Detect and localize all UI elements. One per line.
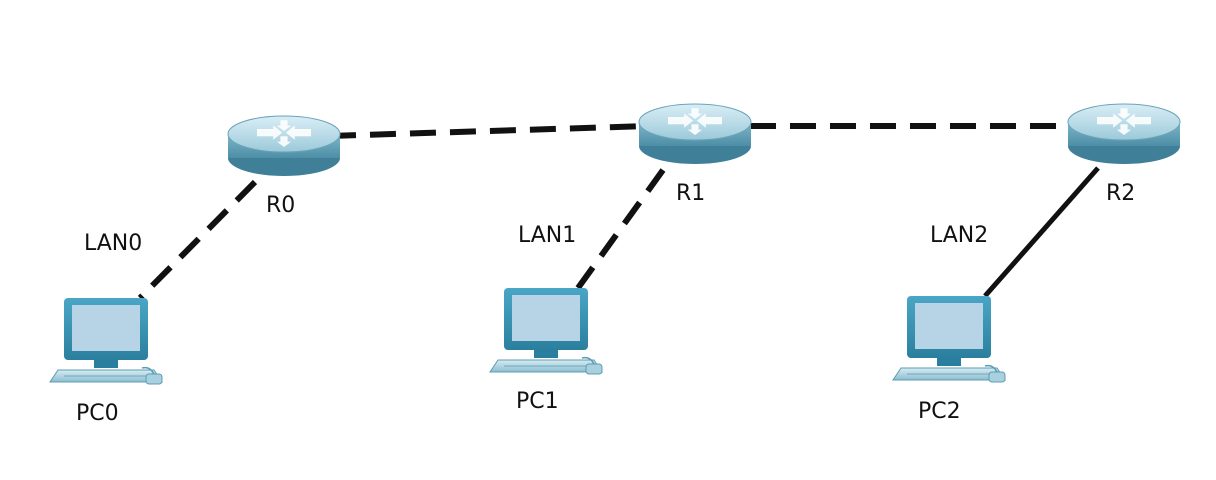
router-r1[interactable]: [638, 103, 752, 165]
pc-pc1[interactable]: [489, 287, 603, 375]
pc-icon: [489, 287, 603, 375]
pc-icon: [892, 295, 1006, 383]
router-label-r2: R2: [1106, 181, 1135, 206]
pc-pc0[interactable]: [49, 297, 163, 385]
link-r2-pc2: [983, 166, 1100, 298]
router-label-r0: R0: [266, 193, 295, 218]
pc-pc2[interactable]: [892, 295, 1006, 383]
pc-icon: [49, 297, 163, 385]
router-r2[interactable]: [1067, 103, 1181, 165]
lan-label-lan2: LAN2: [930, 223, 988, 248]
link-r0-pc0: [137, 179, 258, 301]
pc-label-pc2: PC2: [918, 399, 961, 424]
router-icon: [1067, 103, 1181, 165]
pc-label-pc0: PC0: [76, 401, 119, 426]
router-icon: [227, 115, 341, 177]
pc-label-pc1: PC1: [516, 389, 559, 414]
link-r1-pc1: [575, 168, 666, 290]
router-icon: [638, 103, 752, 165]
router-r0[interactable]: [227, 115, 341, 177]
lan-label-lan1: LAN1: [518, 223, 576, 248]
router-label-r1: R1: [676, 181, 705, 206]
lan-label-lan0: LAN0: [84, 231, 142, 256]
link-r0-r1: [329, 123, 649, 139]
